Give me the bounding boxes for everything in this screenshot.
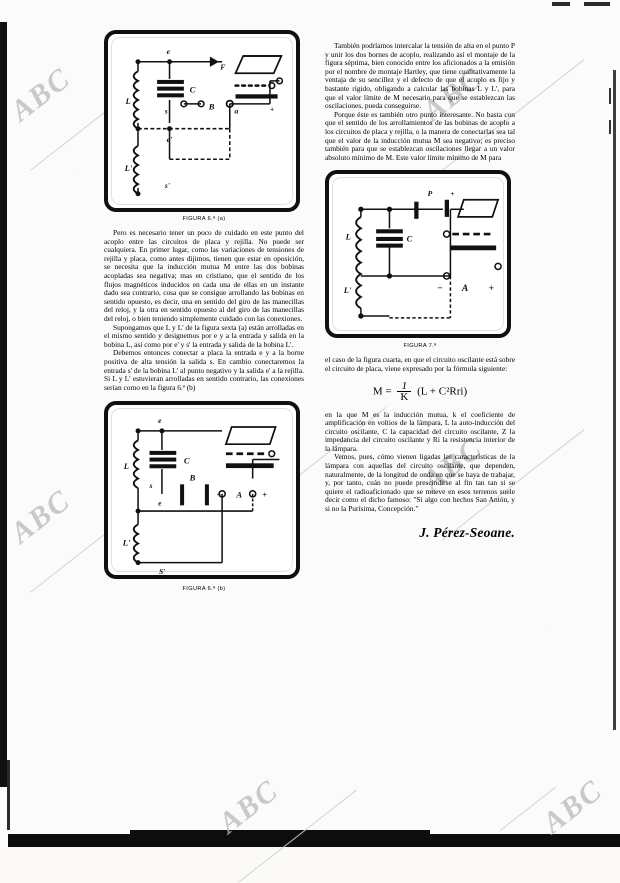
right-paragraph-5: Vemos, pues, cómo vienen ligadas las car… <box>325 452 515 514</box>
svg-text:F: F <box>220 62 225 71</box>
svg-text:−: − <box>216 490 221 500</box>
svg-text:+: + <box>270 104 275 113</box>
figure-7: L C L' P + − A + <box>325 170 511 339</box>
scan-bottom-edge-bar-2 <box>130 830 430 847</box>
scan-top-tick-mark-2 <box>552 2 570 6</box>
watermark-abc-7: ABC <box>536 773 609 840</box>
svg-text:−: − <box>437 285 443 295</box>
right-paragraph-2: Porque éste es también otro punto intere… <box>325 109 515 162</box>
scan-right-edge-rule <box>613 70 616 730</box>
svg-text:e: e <box>167 47 171 56</box>
formula-rhs: (L + C²Rri) <box>417 385 468 398</box>
figure-6a-caption: FIGURA 6.ª (a) <box>182 216 226 222</box>
left-paragraph-2: Supongamos que L y L' de la figura sexta… <box>104 322 304 349</box>
scan-top-tick-mark-1 <box>584 2 610 6</box>
formula-lhs: M <box>372 385 383 398</box>
svg-text:+: + <box>489 285 494 295</box>
figure-7-caption: FIGURA 7.ª <box>403 343 437 350</box>
formula-equals: = <box>385 385 392 398</box>
watermark-abc-4: ABC <box>4 483 77 550</box>
scan-left-edge-bar <box>0 22 7 787</box>
figure-6a: e F L C s B a + e' L' s' <box>104 30 300 212</box>
figure-6b: e L C s B − A + e L' S' <box>104 401 300 580</box>
formula-numerator: 1 <box>397 380 412 392</box>
svg-text:L: L <box>345 232 351 242</box>
svg-text:L': L' <box>343 285 352 295</box>
svg-text:e: e <box>158 416 162 425</box>
svg-text:L': L' <box>124 163 133 173</box>
svg-text:A: A <box>461 285 468 295</box>
svg-text:L: L <box>123 461 129 471</box>
scan-noise-overlay <box>0 0 620 847</box>
svg-text:P: P <box>428 189 433 198</box>
svg-text:+: + <box>450 189 454 198</box>
right-column: También podríamos intercalar la tensión … <box>325 41 515 541</box>
watermark-stroke-7 <box>500 786 556 831</box>
svg-text:B: B <box>189 473 196 483</box>
right-paragraph-1: También podríamos intercalar la tensión … <box>325 41 515 111</box>
right-paragraph-4: en la que M es la inducción mutua, k el … <box>325 409 515 453</box>
svg-text:a: a <box>235 106 239 115</box>
svg-text:A: A <box>235 490 242 500</box>
svg-text:s: s <box>164 106 168 115</box>
scan-right-margin-mark-1 <box>609 88 611 104</box>
svg-text:S': S' <box>159 567 165 576</box>
scan-left-edge-bar-lower <box>7 760 10 830</box>
svg-text:s: s <box>149 481 153 490</box>
formula-fraction: 1 K <box>397 380 412 403</box>
svg-text:C: C <box>407 234 413 244</box>
left-paragraph-3: Debemos entonces conectar a placa la ent… <box>104 348 304 392</box>
scan-right-margin-mark-2 <box>609 120 611 134</box>
svg-text:B: B <box>208 102 215 112</box>
svg-text:+: + <box>262 490 267 500</box>
right-paragraph-3: el caso de la figura cuarta, en que el c… <box>325 355 515 373</box>
svg-text:e': e' <box>167 135 173 144</box>
svg-text:L': L' <box>122 538 131 548</box>
figure-6b-caption: FIGURA 6.ª (b) <box>182 586 226 593</box>
svg-text:e: e <box>158 499 162 508</box>
svg-text:C: C <box>184 456 190 466</box>
left-column: e F L C s B a + e' L' s' FIGURA 6.ª (a) … <box>104 30 304 592</box>
watermark-abc-1: ABC <box>4 61 77 128</box>
formula-denominator: K <box>400 390 409 403</box>
svg-text:C: C <box>190 84 196 94</box>
left-paragraph-1: Pero es necesario tener un poco de cuida… <box>104 228 304 323</box>
svg-text:L: L <box>125 96 131 106</box>
svg-text:s': s' <box>164 181 170 190</box>
mutual-inductance-formula: M = 1 K (L + C²Rri) <box>325 380 515 403</box>
author-signature: J. Pérez-Seoane. <box>419 524 515 540</box>
